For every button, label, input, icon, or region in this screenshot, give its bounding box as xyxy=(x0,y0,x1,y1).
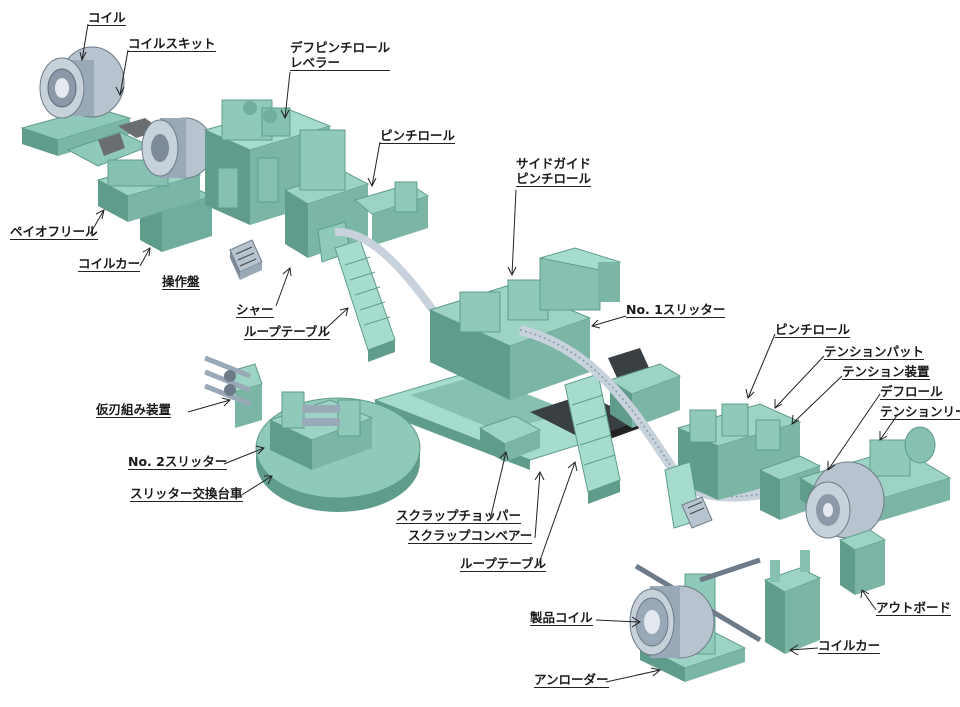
tension-reel xyxy=(798,426,952,539)
label-temp-blade: 仮刃組み装置 xyxy=(96,402,172,418)
label-shear: シャー xyxy=(236,302,274,318)
leader-lines xyxy=(79,23,899,683)
loop-table-bottom xyxy=(564,373,621,504)
label-slitter-1: No. 1スリッター xyxy=(626,302,726,318)
tension-device xyxy=(758,455,822,520)
loop-table-top xyxy=(317,221,444,362)
label-pinch-roll-top: ピンチロール xyxy=(380,128,456,144)
product-coil xyxy=(629,585,715,659)
label-coil-car-bottom: コイルカー xyxy=(818,638,881,654)
label-dep-pinch-roll-leveler: デフピンチロール レベラー xyxy=(290,40,391,71)
label-side-guide-pinch-roll: サイドガイド ピンチロール xyxy=(516,156,592,187)
label-loop-table-bottom: ループテーブル xyxy=(460,556,547,572)
label-payoff-reel: ペイオフリール xyxy=(10,224,98,240)
label-scrap-chopper: スクラップチョッパー xyxy=(396,508,522,524)
label-coil-car-top: コイルカー xyxy=(78,256,141,272)
pinch-roll-top xyxy=(353,181,430,246)
label-side-guide: サイドガイド xyxy=(516,156,592,171)
slitter-2 xyxy=(268,391,374,470)
label-coil: コイル xyxy=(88,10,126,26)
label-product-coil: 製品コイル xyxy=(530,610,593,626)
scrap-chopper xyxy=(478,415,542,462)
label-side-guide-pinch: ピンチロール xyxy=(516,171,592,187)
label-deflector-roll: デフロール xyxy=(880,384,943,400)
label-loop-table-top: ループテーブル xyxy=(244,324,331,340)
label-unloader: アンローダー xyxy=(534,672,609,688)
label-slitter-exchange: スリッター交換台車 xyxy=(130,486,243,502)
label-dep-pinch-roll: デフピンチロール xyxy=(290,40,391,55)
entry-coil xyxy=(39,46,125,119)
control-panel xyxy=(229,239,263,280)
label-tension-pad: テンションパット xyxy=(824,344,925,360)
label-coil-skid: コイルスキット xyxy=(128,36,216,52)
control-panel-2 xyxy=(681,496,713,529)
label-tension-device: テンション装置 xyxy=(842,364,930,380)
label-leveler: レベラー xyxy=(290,55,391,71)
label-pinch-roll-right: ピンチロール xyxy=(775,322,851,338)
label-control-panel: 操作盤 xyxy=(162,274,200,290)
temp-blade-assembly xyxy=(204,355,263,428)
label-tension-reel: テンションリール xyxy=(880,404,960,420)
label-scrap-conveyor: スクラップコンベアー xyxy=(408,528,533,544)
coil-car-bottom xyxy=(763,550,822,654)
slitter-1 xyxy=(428,247,622,400)
label-slitter-2: No. 2スリッター xyxy=(128,454,228,470)
label-outboard: アウトボード xyxy=(876,600,952,616)
outboard xyxy=(838,529,887,595)
